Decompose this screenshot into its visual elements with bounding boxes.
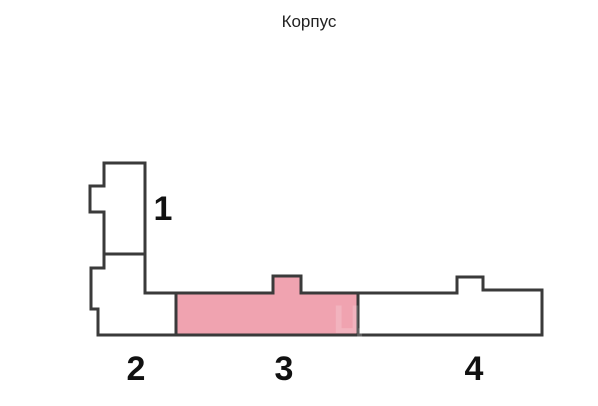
watermark: ЦИАН [333, 298, 457, 342]
section-2-shape[interactable] [89, 252, 178, 337]
section-3-label: 3 [275, 350, 294, 388]
section-1-label: 1 [154, 190, 173, 228]
section-2-label: 2 [127, 350, 146, 388]
section-4-label: 4 [465, 350, 484, 388]
section-1-shape[interactable] [88, 161, 147, 256]
section-3-shape[interactable] [174, 274, 360, 337]
section-4-shape[interactable] [356, 275, 544, 337]
page-title: Корпус [281, 12, 337, 31]
